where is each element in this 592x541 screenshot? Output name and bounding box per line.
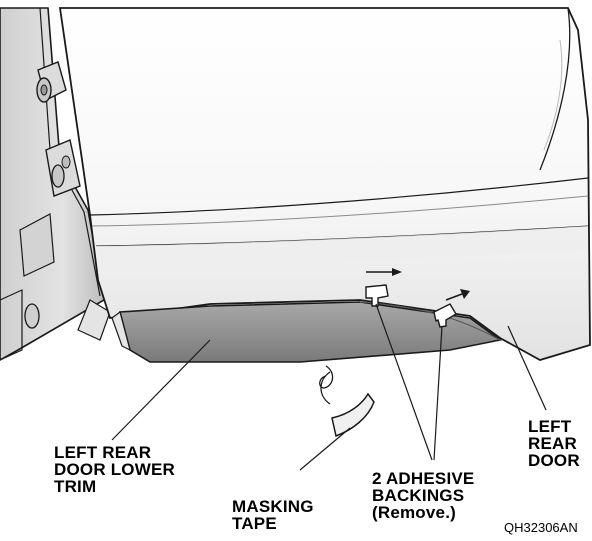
label-left-rear-door-lower-trim: LEFT REAR DOOR LOWER TRIM [54, 444, 175, 495]
label-tape-line-1: MASKING [232, 497, 314, 516]
label-trim-line-3: TRIM [54, 477, 97, 496]
label-door-line-1: LEFT [528, 417, 572, 436]
label-trim-line-1: LEFT REAR [54, 443, 152, 462]
label-left-rear-door: LEFT REAR DOOR [528, 418, 580, 469]
label-backing-line-1: 2 ADHESIVE [372, 469, 475, 488]
door-lower-trim [111, 301, 502, 363]
leader-lines [111, 303, 547, 471]
body-frame [0, 7, 111, 361]
label-backing-line-3: (Remove.) [372, 503, 456, 522]
label-door-line-3: DOOR [528, 451, 580, 470]
upper-hinge [36, 61, 67, 103]
left-rear-door-panel [58, 7, 591, 361]
leader-trim [111, 339, 211, 441]
leader-tape [299, 427, 351, 471]
adhesive-backing-1 [365, 284, 389, 307]
adhesive-backing-2 [433, 303, 457, 328]
label-tape-line-2: TAPE [232, 514, 277, 533]
label-adhesive-backings: 2 ADHESIVE BACKINGS (Remove.) [372, 470, 474, 521]
label-door-line-2: REAR [528, 434, 577, 453]
label-backing-line-2: BACKINGS [372, 486, 465, 505]
leader-door [507, 325, 547, 411]
masking-tape [331, 392, 375, 438]
pull-arrow-2 [445, 289, 470, 301]
label-masking-tape: MASKING TAPE [232, 498, 314, 532]
pull-arrow-1 [366, 268, 402, 276]
figure-code: QH32306AN [504, 520, 578, 535]
leader-backing-1 [375, 303, 433, 461]
label-trim-line-2: DOOR LOWER [54, 460, 175, 479]
lower-hinge [45, 139, 81, 197]
leader-backing-2 [433, 325, 443, 461]
tape-application-arrow [319, 365, 334, 405]
